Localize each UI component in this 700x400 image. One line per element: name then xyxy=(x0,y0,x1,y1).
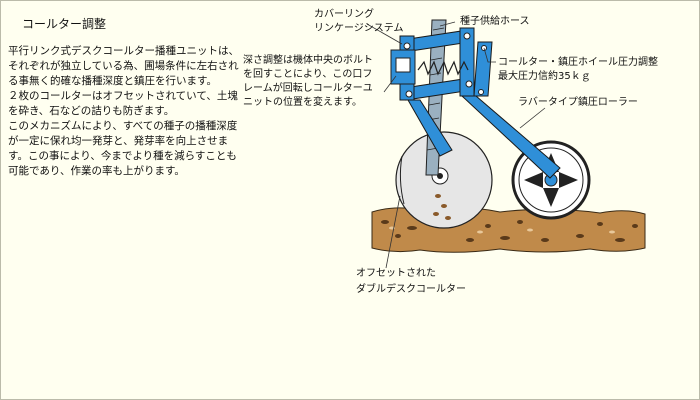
leader-lines xyxy=(366,21,546,269)
pressure-spring xyxy=(417,60,469,76)
page-title: コールター調整 xyxy=(22,17,107,31)
label-offset-coulter: オフセットされた ダブルデスクコールター xyxy=(356,268,466,295)
pivot-points xyxy=(403,32,487,98)
double-disc-coulter xyxy=(395,131,493,229)
label-covering-linkage: カバーリング リンケージシステム xyxy=(314,9,404,34)
linkage-frame xyxy=(399,27,561,179)
label-depth-adjust: 深さ調整は機体中央のボルト を回すことにより、この口フ レームが回転しコールター… xyxy=(243,55,373,108)
depth-adjust-frame xyxy=(390,49,416,85)
description-paragraph-1: 平行リンク式デスクコールター播種ユニットは、それぞれが独立している為、圃場条件に… xyxy=(8,45,239,87)
description-paragraph-3: このメカニズムにより、すべての種子の播種深度が一定に保れ均一発芽と、発芽率を向上… xyxy=(8,120,238,177)
description-paragraph-2: ２枚のコールターはオフセットされていて、土塊を砕き、石などの詰りも防ぎます。 xyxy=(8,90,238,117)
label-press-roller: ラバータイプ鎮圧ローラー xyxy=(518,97,638,108)
label-pressure-adjust: コールター・鎮圧ホイール圧力調整 最大圧力信約35ｋｇ xyxy=(498,57,658,82)
description-text: 平行リンク式デスクコールター播種ユニットは、それぞれが独立している為、圃場条件に… xyxy=(8,44,243,179)
label-seed-hose: 種子供給ホース xyxy=(460,16,530,27)
